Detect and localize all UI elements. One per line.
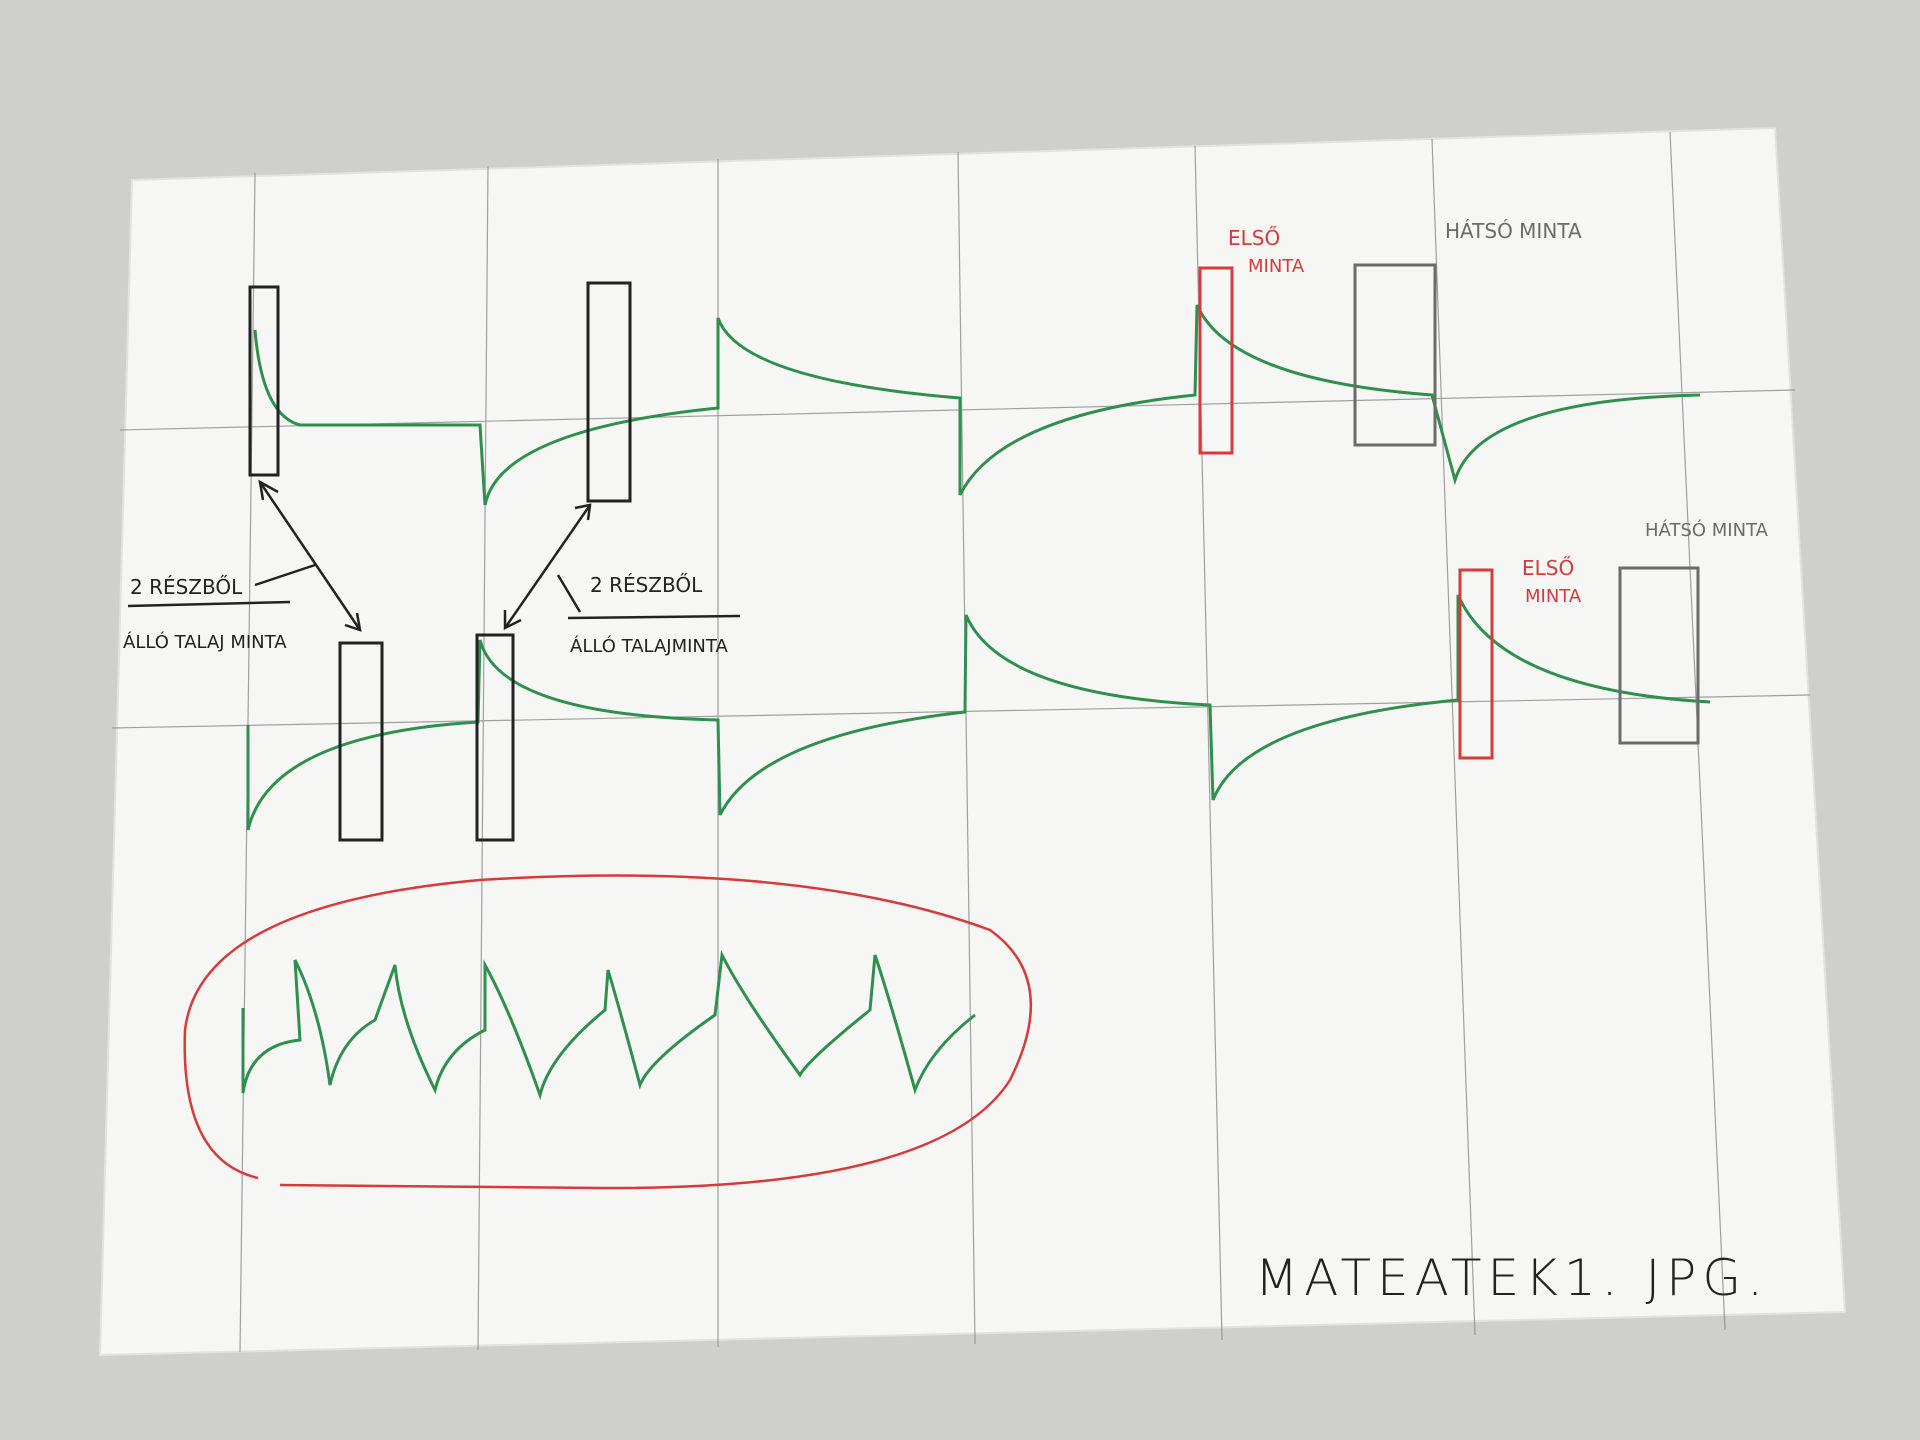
label-front-sample-top-1: ELSŐ	[1228, 226, 1280, 250]
front-sample-box-top[interactable]	[1198, 266, 1234, 455]
highlight-ellipse	[183, 874, 1033, 1190]
sawtooth-waveform	[241, 949, 976, 1101]
paper-sheet	[98, 126, 1847, 1357]
back-sample-box-top[interactable]	[1353, 263, 1437, 447]
sample-box-top-left	[248, 285, 280, 477]
label-two-parts-left: 2 RÉSZBŐL	[130, 575, 243, 599]
label-front-sample-bottom-1: ELSŐ	[1522, 556, 1574, 580]
label-standing-sample-left: ÁLLÓ TALAJ MINTA	[123, 631, 287, 653]
front-sample-box-bottom[interactable]	[1458, 568, 1494, 760]
label-back-sample-top: HÁTSÓ MINTA	[1445, 219, 1582, 243]
sample-box-middle-right	[475, 633, 515, 842]
label-back-sample-bottom: HÁTSÓ MINTA	[1645, 519, 1769, 541]
back-sample-box-bottom[interactable]	[1618, 566, 1700, 745]
filename-label: MATEATEK1. JPG.	[1255, 1249, 1769, 1307]
label-front-sample-bottom-2: MINTA	[1525, 586, 1582, 607]
arrows	[127, 479, 741, 632]
sample-box-top-middle	[586, 281, 632, 503]
waveform-top	[253, 304, 1701, 506]
label-standing-sample-right: ÁLLÓ TALAJMINTA	[570, 635, 728, 657]
label-front-sample-top-2: MINTA	[1248, 256, 1305, 277]
label-two-parts-right: 2 RÉSZBŐL	[590, 573, 703, 597]
sample-box-middle-left	[338, 641, 384, 842]
